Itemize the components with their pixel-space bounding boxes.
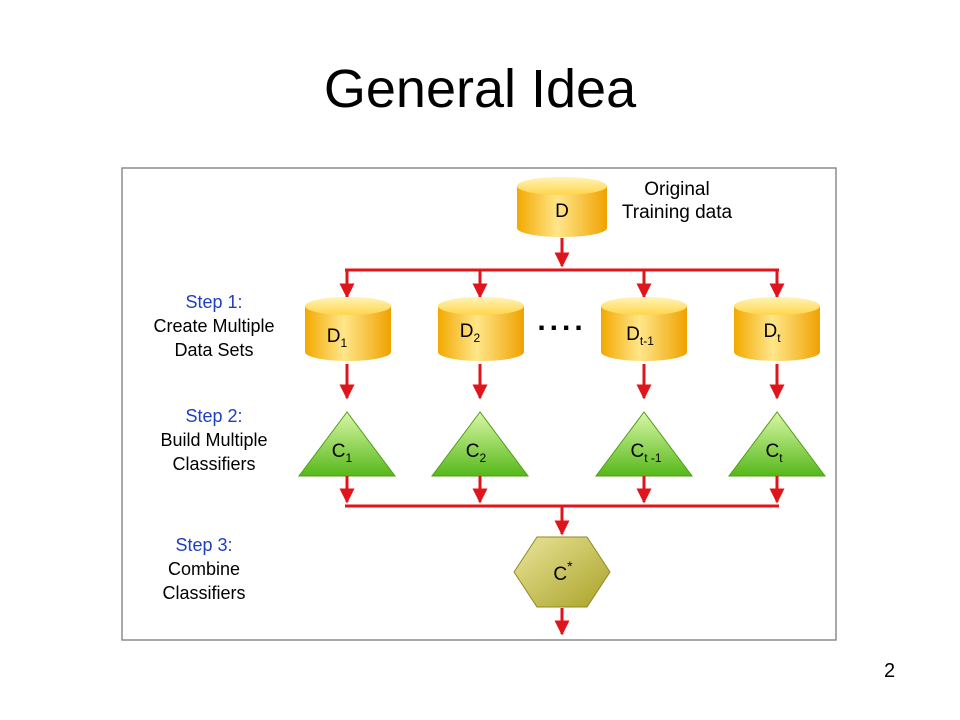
svg-text:Step 3:: Step 3: [175, 535, 232, 555]
page-number: 2 [884, 660, 896, 682]
svg-text:D1: D1 [327, 326, 348, 350]
original-data-label: D [555, 201, 569, 222]
classifier-triangle-2: C2 [431, 411, 529, 477]
svg-text:Dt: Dt [763, 321, 781, 345]
diagram-frame [121, 167, 837, 641]
combined-classifier-hexagon: C* [513, 536, 611, 608]
step-1-label: Step 1: Create Multiple Data Sets [153, 292, 274, 360]
svg-text:Classifiers: Classifiers [172, 454, 255, 474]
svg-text:Classifiers: Classifiers [162, 583, 245, 603]
svg-text:Dt-1: Dt-1 [626, 324, 654, 348]
datasets-ellipsis: .... [537, 304, 586, 337]
dataset-cylinder-t: Dt [734, 297, 820, 361]
original-caption-line1: Original [644, 179, 709, 200]
step-2-label: Step 2: Build Multiple Classifiers [160, 406, 267, 474]
split-arrows [339, 238, 785, 299]
dataset-cylinder-t-1: Dt-1 [601, 297, 687, 361]
svg-text:C*: C* [553, 558, 573, 585]
slide-title: General Idea [323, 59, 637, 119]
svg-text:Combine: Combine [168, 559, 240, 579]
dataset-cylinder-1: D1 [305, 297, 391, 361]
svg-text:C2: C2 [466, 441, 487, 465]
classifier-triangle-t-1: Ct -1 [595, 411, 693, 477]
svg-text:Ct: Ct [765, 441, 783, 465]
svg-text:Ct -1: Ct -1 [630, 441, 661, 465]
dataset-to-classifier-arrows [339, 364, 785, 400]
dataset-cylinder-2: D2 [438, 297, 524, 361]
step-3-label: Step 3: Combine Classifiers [162, 535, 245, 603]
svg-text:D2: D2 [460, 321, 481, 345]
original-data-cylinder: D [517, 177, 607, 237]
merge-arrows [339, 476, 785, 636]
svg-text:Build Multiple: Build Multiple [160, 430, 267, 450]
svg-text:C1: C1 [332, 441, 353, 465]
svg-text:Data Sets: Data Sets [174, 340, 253, 360]
svg-text:Step 1:: Step 1: [185, 292, 242, 312]
svg-text:Step 2:: Step 2: [185, 406, 242, 426]
svg-text:Create Multiple: Create Multiple [153, 316, 274, 336]
original-caption-line2: Training data [622, 202, 733, 223]
